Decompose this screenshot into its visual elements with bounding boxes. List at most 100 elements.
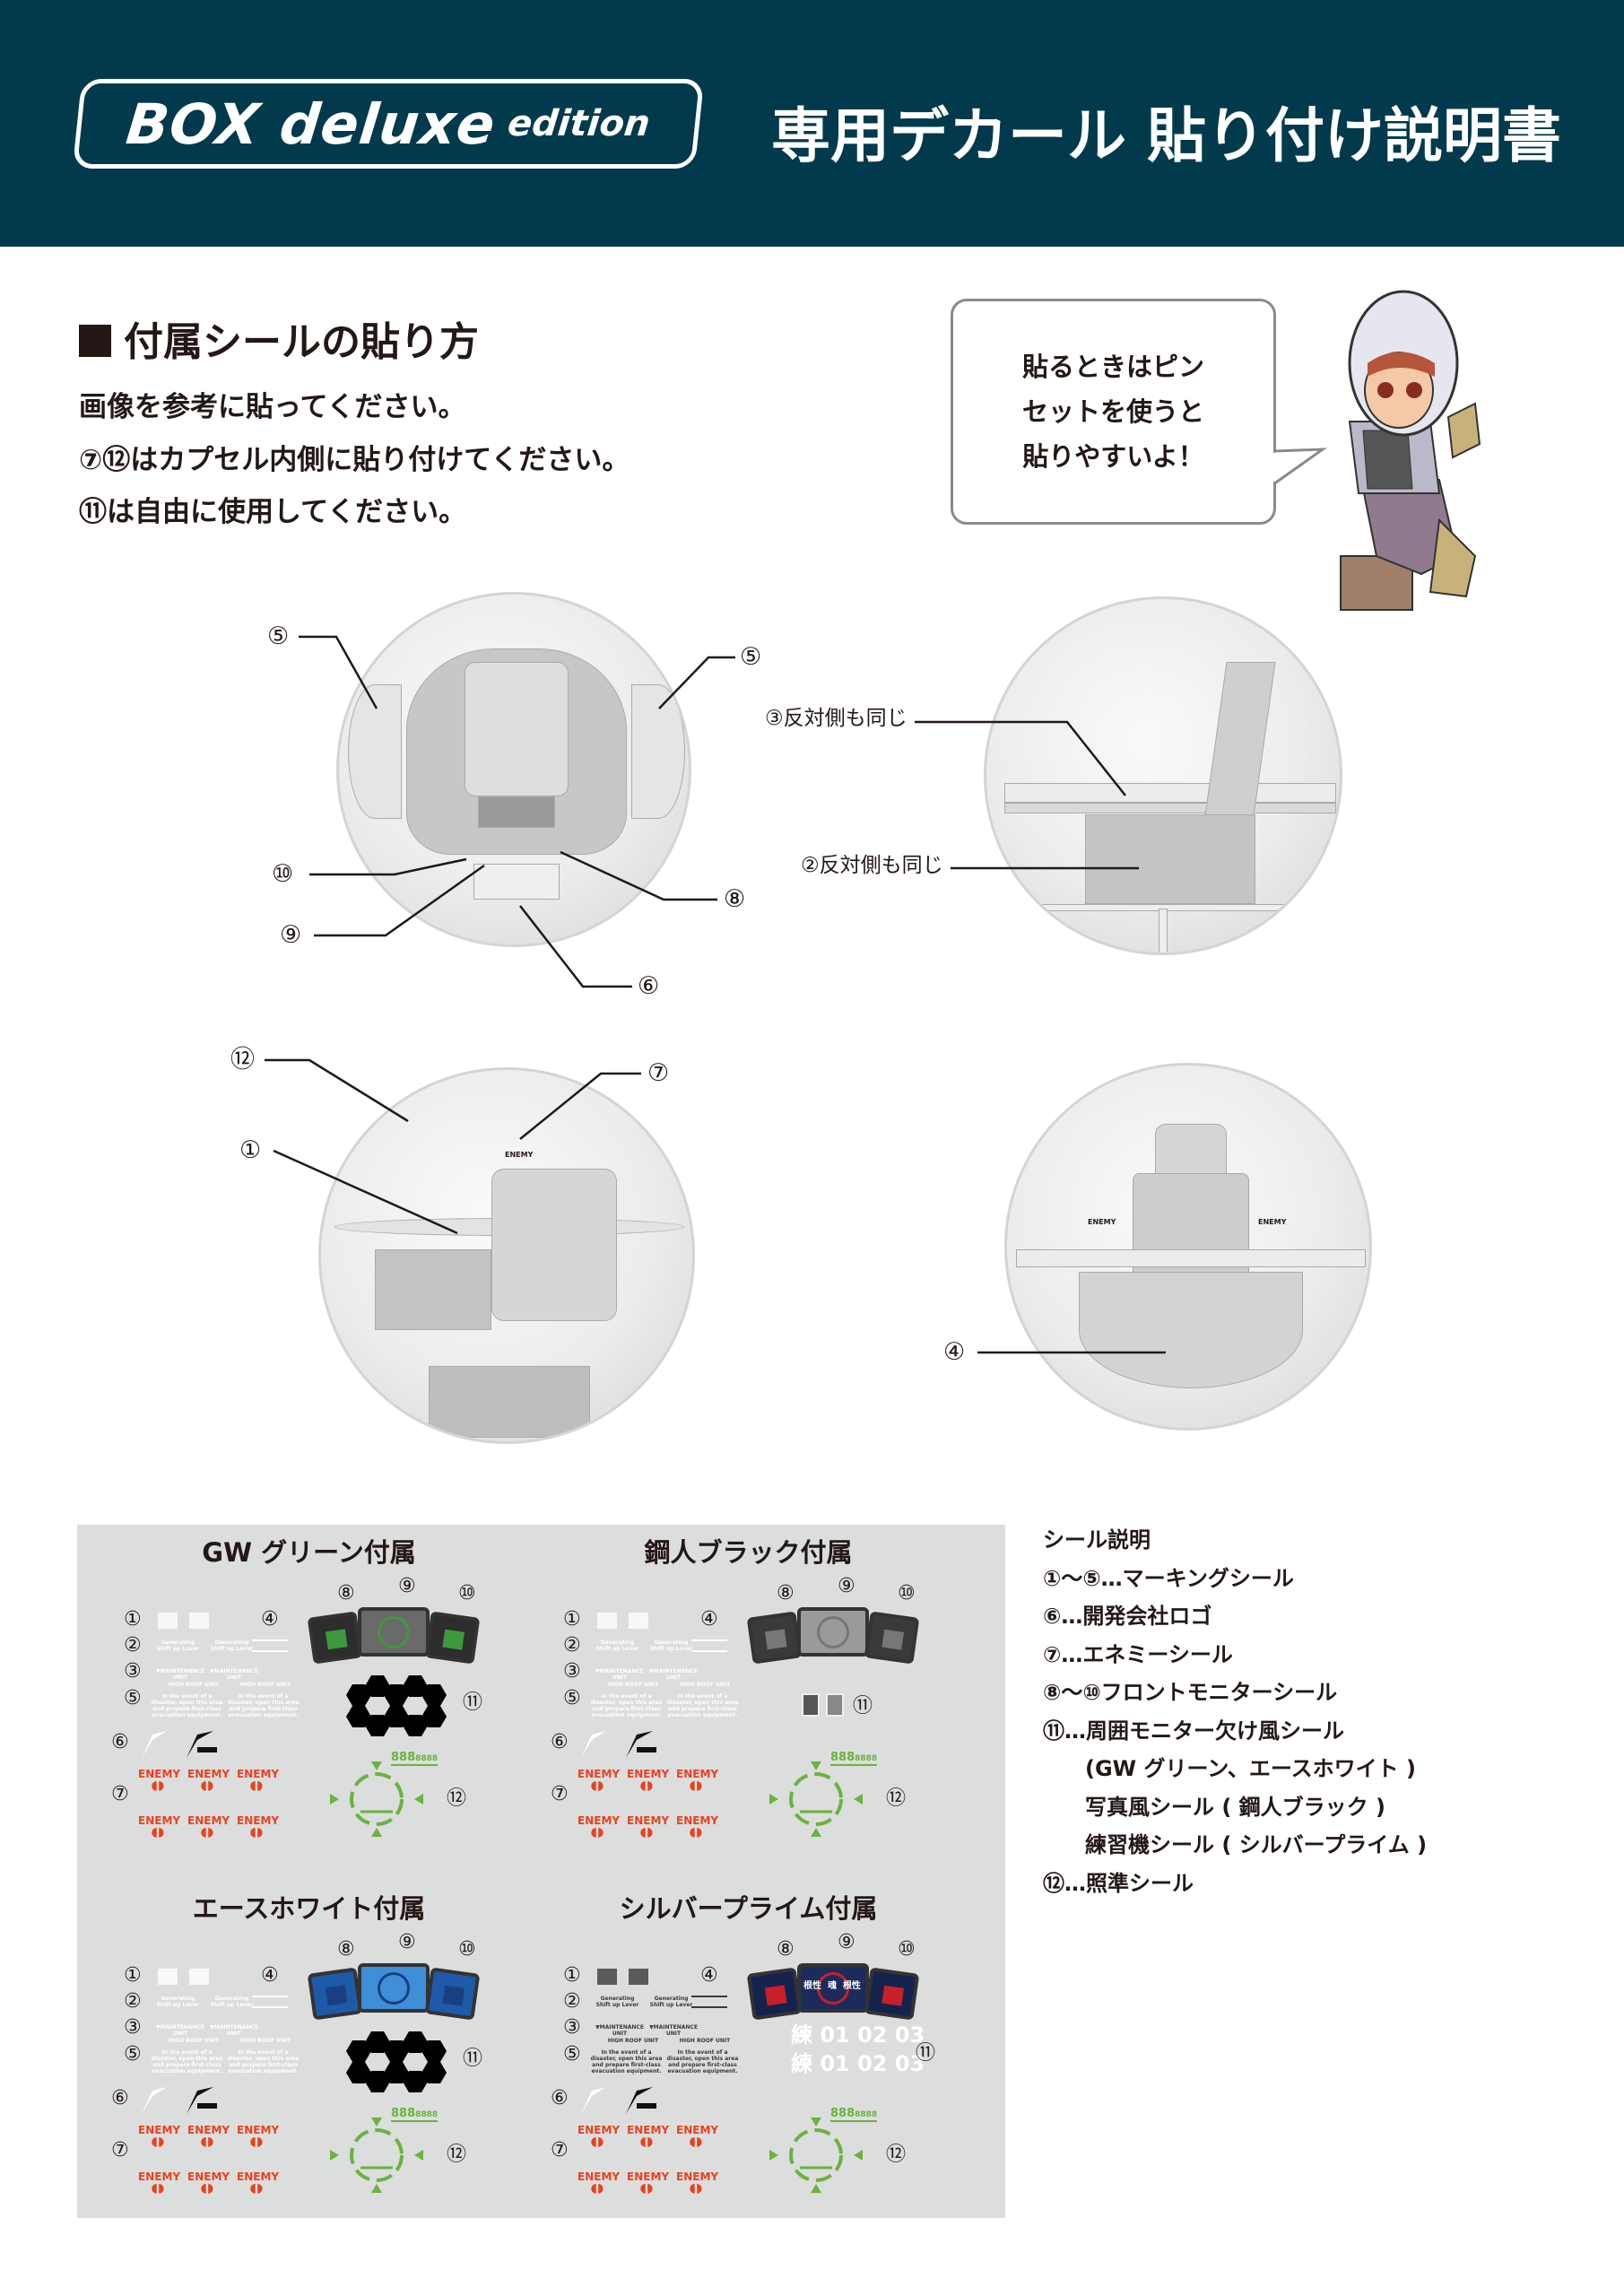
callout-label: ⑧ [724,885,746,913]
callout-label: ⑩ [272,860,294,888]
decal-small-text: In the event of a disaster, open this ar… [590,1693,663,1718]
enemy-decal: ENEMY◖◗ [187,1815,230,1839]
enemy-text: ENEMY [237,2170,280,2183]
decal-number: ④ [700,1608,718,1631]
callout-label: ① [239,1136,262,1164]
enemy-decal: ENEMY◖◗ [627,1815,669,1839]
enemy-text: ENEMY [187,1768,230,1780]
decal-small-text: HIGH ROOF UNIT [679,2038,731,2044]
enemy-mark-icon: ◖◗ [590,2181,604,2196]
section-heading-text: 付属シールの貼り方 [124,319,479,365]
decal-number: ⑧ [337,1938,355,1961]
enemy-mark-icon: ◖◗ [200,2181,214,2196]
capsule-back-view: ENEMY ENEMY [1004,1063,1372,1431]
model-enemy-decal: ENEMY [1258,1218,1287,1226]
enemy-text: ENEMY [676,1768,719,1780]
decal-small-text: ▼MAINTENANCE UNIT [156,2024,204,2037]
enemy-mark-icon: ◖◗ [639,1825,654,1839]
decal-number: ① [124,1964,142,1987]
decal-number: ⑪ [853,1695,873,1718]
decal-number: ② [563,1990,581,2013]
decal-number: ⑩ [458,1582,476,1605]
enemy-mark-icon: ◖◗ [689,1779,703,1793]
decal-number: ② [563,1634,581,1657]
decal-small-text: HIGH ROOF UNIT [168,2038,220,2044]
enemy-text: ENEMY [138,2124,181,2136]
enemy-decal: ENEMY◖◗ [578,2170,621,2196]
decal-small-text: In the event of a disaster, open this ar… [590,2049,663,2074]
speech-bubble: 貼るときはピン セットを使うと 貼りやすいよ！ [951,299,1276,525]
enemy-text: ENEMY [627,2170,670,2183]
decal-small-text: In the event of a disaster, open this ar… [151,2049,223,2074]
bubble-line: セットを使うと [1021,396,1204,427]
enemy-decal: ENEMY◖◗ [138,1815,180,1839]
front-monitor-right [864,1967,920,2021]
decal-number: ⑦ [551,1783,569,1805]
capsule-side-view [984,596,1342,955]
decal-number: ⑫ [886,1787,907,1810]
reticle-digits: 8888888 [391,2107,439,2122]
sheet-title: 鋼人ブラック付属 [644,1537,853,1568]
callout-label: ⑤ [740,643,762,671]
decal-small-text: Generating Shift up Lever [156,1639,200,1652]
decal-number: ⑪ [463,1692,483,1714]
callout-label: ⑦ [647,1059,670,1087]
decal-number: ⑪ [916,2042,936,2065]
enemy-text: ENEMY [578,2170,621,2183]
capsule-angled-view: ENEMY [318,1067,695,1444]
decal-number: ⑨ [398,1931,416,1953]
callout-label: ③反対側も同じ [765,707,908,730]
front-monitor-center [797,1607,869,1657]
decal-number: ⑫ [447,1787,467,1810]
enemy-text: ENEMY [676,2170,719,2183]
enemy-decal: ENEMY◖◗ [676,2125,718,2149]
reticle-digits: 8888888 [830,1751,878,1766]
box-deluxe-logo: BOX deluxe edition [72,79,705,169]
decal-small-text: HIGH ROOF UNIT [239,1682,291,1688]
sheet-title: シルバープライム付属 [619,1893,878,1924]
decal-number: ③ [563,2016,581,2039]
decal-number: ⑧ [777,1938,795,1961]
section-heading: 付属シールの貼り方 [79,309,479,367]
decal-small-text: HIGH ROOF UNIT [679,1682,731,1688]
enemy-decal: ENEMY◖◗ [676,2170,719,2196]
decal-number: ① [124,1608,142,1631]
trainer-number-decal: 練 01 02 03 [791,2022,925,2048]
enemy-mark-icon: ◖◗ [249,1779,264,1793]
photo-decal [802,1693,820,1717]
square-bullet-icon [79,325,111,357]
decal-number: ④ [261,1964,279,1987]
legend-heading: シール説明 [1043,1527,1151,1552]
decal-number: ⑫ [886,2144,907,2166]
callout-label: ⑤ [267,622,290,650]
intro-line: 画像を参考に貼ってください。 [79,391,466,423]
decal-4-marking [691,1996,727,2008]
enemy-decal: ENEMY◖◗ [138,2124,181,2149]
enemy-mark-icon: ◖◗ [689,2181,703,2196]
enemy-text: ENEMY [187,2124,230,2136]
reticle-decal-icon [769,2118,863,2193]
marking-decal [158,1613,178,1629]
decal-small-text: Generating Shift up Lever [649,1639,693,1652]
enemy-mark-icon: ◖◗ [590,1779,604,1793]
enemy-decal: ENEMY◖◗ [237,1815,279,1839]
decal-small-text: ▼MAINTENANCE UNIT [649,1668,698,1681]
decal-small-text: ▼MAINTENANCE UNIT [649,2024,698,2037]
decal-number: ⑦ [111,2139,129,2161]
decal-number: ⑧ [337,1582,355,1605]
callout-label: ②反対側も同じ [801,854,943,877]
decal-number: ③ [563,1660,581,1683]
enemy-decal: ENEMY◖◗ [237,1769,279,1793]
developer-logo-icon [142,1731,217,1758]
model-enemy-decal: ENEMY [505,1151,534,1159]
reticle-decal-icon [330,2118,423,2193]
legend-sub-item: 練習機シール ( シルバープライム ) [1085,1832,1428,1857]
enemy-text: ENEMY [138,2170,181,2183]
enemy-mark-icon: ◖◗ [639,2135,654,2149]
decal-small-text: Generating Shift up Lever [595,1639,639,1652]
decal-number: ⑥ [111,1731,129,1753]
enemy-decal: ENEMY◖◗ [676,1815,718,1839]
decal-number: ⑪ [463,2048,483,2070]
decal-small-text: Generating Shift up Lever [595,1996,639,2008]
enemy-decal: ENEMY◖◗ [578,2125,620,2149]
